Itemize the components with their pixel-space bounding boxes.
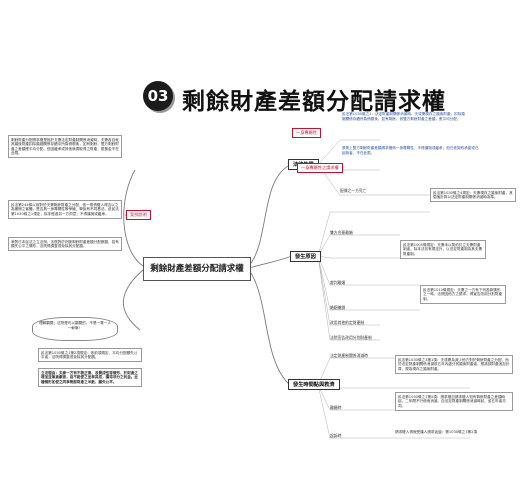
occurrence-note-3: 民法第1010條規定：夫妻之一方有下列各款情形之一時，法院因他方之請求，得宣告改… bbox=[420, 285, 506, 304]
case-label: 案例說明 bbox=[126, 210, 151, 220]
remedy-note-1: 民法第1030條之3第1項：夫或妻為減少他方對於剩餘財產之分配，而於法定財產制關… bbox=[395, 355, 513, 374]
cause-4: 改用其他約定財產制 bbox=[330, 320, 365, 325]
connector-left-bottom bbox=[123, 269, 144, 331]
cause-2: 裁判離婚 bbox=[330, 280, 346, 285]
title-bar: 03 剩餘財產差額分配請求權 bbox=[0, 78, 520, 118]
branch-occurrence: 發生原因 bbox=[290, 251, 321, 262]
cause-1: 雙方合意離婚 bbox=[330, 230, 353, 235]
cause-3: 婚姻撤銷 bbox=[330, 305, 346, 310]
note-bubble bbox=[32, 317, 118, 341]
note-bubble-text: 理解翻閱；法院是可以翻閱的，不是一寫一人一幹嘛！ bbox=[39, 321, 111, 330]
connector-legal bbox=[248, 164, 291, 267]
legal-quote: 民法第1030條之1：法定財產制關係消滅時，夫或妻現存之婚後財產，扣除婚姻關係存… bbox=[342, 112, 465, 121]
timing-1: 法定財產制關係消滅時 bbox=[330, 353, 368, 358]
left-note-2: 立法理由：夫妻一方有不務正業、浪費成性等情形，於財產之增加並無貢獻者，自不能使之… bbox=[38, 368, 142, 387]
legal-sub: 一身專屬性之請求權 bbox=[297, 163, 343, 173]
connector-litigation bbox=[248, 269, 291, 386]
legal-rule: 原則上雙方剩餘財產差額請求權係一身專屬性，不得讓與或繼承，但已依契約承諾或已起訴… bbox=[342, 146, 479, 155]
left-note-1: 民法第1030條之1第2項規定：依前項規定，平均分配顯失公平者，法院得調整或免除… bbox=[38, 348, 142, 363]
consensus-label: 配偶之一方死亡 bbox=[340, 188, 367, 193]
cause-5: 法院宣告改用分別財產制 bbox=[330, 335, 372, 340]
legal-top-note: 一身專屬性 bbox=[292, 128, 321, 138]
left-box-1: 剩餘財產分配請求權是指於夫妻法定財產制關係消滅時，夫妻各自就其婚後財產扣除婚姻關… bbox=[8, 135, 122, 159]
timing-3: 起訴時 bbox=[330, 433, 342, 438]
center-node: 剩餘財產差額分配請求權 bbox=[143, 257, 251, 281]
occurrence-note-1: 民法第1030條之4規定：夫妻現存之婚後財產，其價值計算以法定財產制關係消滅時為… bbox=[430, 188, 516, 203]
connector-left-top bbox=[123, 169, 144, 267]
remedy-note-2: 民法第1030條之1第5項：請求權自請求權人知有剩餘財產之差額時起，二年間不行使… bbox=[395, 392, 513, 411]
timing-2: 離婚時 bbox=[330, 405, 342, 410]
remedy-note-3: 請求權人得就受讓人請求返還：第1030條之3第2項 bbox=[395, 430, 477, 434]
left-box-3: 參酌日本民法之立法例，法院對於判斷剩餘財產差額分配數額，若有顯失公平之情形，法院… bbox=[8, 237, 122, 252]
occurrence-note-2: 民法第1005條規定：夫妻未以契約訂立夫妻財產制者，除本法另有規定外，以法定財產… bbox=[400, 240, 486, 259]
page-title: 剩餘財產差額分配請求權 bbox=[182, 88, 446, 115]
connector-occurrence bbox=[248, 255, 293, 269]
branch-litigation: 發生時間點與救濟 bbox=[288, 379, 340, 390]
title-badge: 03 bbox=[143, 81, 173, 111]
left-box-2: 民法第244條以前對於夫妻剩餘財產之分配，依一般債權人得否以之為撤銷之客體，是否… bbox=[8, 200, 122, 219]
